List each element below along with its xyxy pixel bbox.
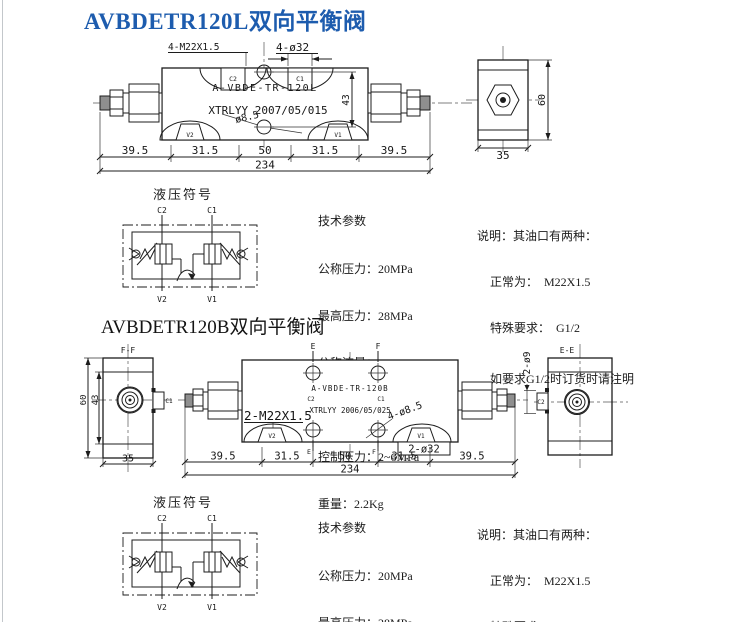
symbol-title: 液压符号 [153, 187, 214, 202]
slot-callout: 2-ø32 [408, 444, 440, 456]
serial-text: XTRLYY 2007/05/015 [208, 104, 327, 117]
port-label-c2: C2 [229, 75, 237, 83]
hydraulic-symbol-diagram-b: C2 C1 V2 V1 [122, 514, 258, 612]
dim-60: 60 [537, 94, 548, 106]
section-mark-e-bottom: E [307, 448, 311, 456]
ff-port-c1: C1 [165, 398, 173, 405]
model-code-text: A-VBDE-TR-120B [311, 384, 388, 393]
port-label-v1: V1 [417, 433, 425, 440]
engineering-drawing-l: C2 C1 V2 V1 4-M22X1.5 4-ø32 A-VBD [93, 41, 552, 175]
body-port-c2: C2 [307, 396, 315, 403]
stud-hole-callout: 2-ø9 [522, 351, 533, 374]
valve-body-front-view: C2 C1 V2 V1 [99, 64, 431, 141]
symbol-port-c2: C2 [157, 206, 167, 215]
symbol-title: 液压符号 [153, 495, 214, 510]
thread-callout: 2-M22X1.5 [244, 408, 312, 423]
tech-row: 最高压力：28MPa [318, 616, 419, 622]
ff-dim-60: 60 [80, 395, 89, 406]
annotations-front-view: 4-M22X1.5 4-ø32 A-VBDE-TR-120L XTRLYY 20… [168, 41, 356, 134]
serial-text: XTRLYY 2006/05/025 [309, 406, 390, 415]
symbol-port-c1: C1 [207, 514, 217, 523]
hydraulic-symbol-block-b: 液压符号 C2 C1 V2 V1 [115, 492, 267, 613]
hydraulic-symbol-block-l: 液压符号 C2 C1 V2 V1 [115, 184, 267, 305]
page-title-model-l: AVBDETR120L双向平衡阀 [84, 9, 367, 34]
side-view: 60 35 [474, 59, 552, 162]
tech-row: 最高压力：28MPa [318, 308, 413, 323]
port-label-v1: V1 [334, 132, 342, 139]
symbol-port-v2: V2 [157, 295, 167, 304]
note-line: 特殊要求： G1/2 [490, 620, 634, 622]
main-view-b: E F E F A-VBDE-TR-120B C2 C1 XTRLYY 2006… [178, 342, 528, 479]
dim-39-5-right: 39.5 [459, 451, 484, 463]
dim-31-5-right: 31.5 [391, 451, 416, 463]
note-line: 如要求G1/2时订货时请注明 [490, 372, 635, 387]
symbol-port-c1: C1 [207, 206, 217, 215]
hole-callout: ø8.5 [234, 110, 260, 126]
dim-39-5-left: 39.5 [210, 451, 235, 463]
ordering-notes-l: 说明：其油口有两种： 正常为： M22X1.5 特殊要求： G1/2 如要求G1… [477, 199, 634, 418]
model-code-text: A-VBDE-TR-120L [212, 83, 317, 94]
section-ee-label: E-E [560, 346, 575, 355]
tech-row: 公称压力：20MPa [318, 261, 413, 276]
tech-row: 控制压力：2~6MPa [318, 449, 420, 464]
dim-31-5-right: 31.5 [312, 144, 339, 157]
symbol-port-c2: C2 [157, 514, 167, 523]
body-port-c1: C1 [377, 396, 385, 403]
note-line: 正常为： M22X1.5 [490, 275, 591, 290]
dim-31-5-left: 31.5 [192, 144, 219, 157]
dim-31-5-left: 31.5 [274, 451, 299, 463]
dim-50: 50 [339, 451, 352, 463]
section-mark-e-top: E [311, 342, 316, 351]
ff-dim-43: 43 [91, 395, 101, 406]
bore-callout: 4-ø32 [276, 41, 309, 54]
dim-35: 35 [496, 149, 509, 162]
dim-total-234: 234 [341, 464, 360, 476]
symbol-port-v1: V1 [207, 603, 217, 612]
section-view-ee: E-E C2 2-ø9 [522, 344, 628, 468]
hydraulic-symbol-diagram-l: C2 C1 V2 V1 [122, 206, 258, 304]
dimension-rows: 39.5 31.5 50 31.5 39.5 234 [96, 112, 434, 175]
symbol-port-v1: V1 [207, 295, 217, 304]
page-title-model-b: AVBDETR120B双向平衡阀 [101, 317, 325, 338]
dim-50: 50 [258, 144, 271, 157]
note-line: 说明：其油口有两种： [477, 528, 598, 543]
port-label-c1: C1 [296, 75, 304, 83]
ff-dim-35: 35 [122, 454, 134, 465]
tech-title: 技术参数 [318, 214, 367, 229]
page-edge-line [2, 0, 3, 622]
ee-port-c2: C2 [537, 399, 545, 406]
port-label-v2: V2 [186, 132, 194, 139]
dim-total-234: 234 [255, 159, 275, 172]
engineering-drawing-b: F-F C1 60 43 [80, 342, 628, 479]
symbol-port-v2: V2 [157, 603, 167, 612]
section-mark-f-top: F [376, 342, 381, 351]
note-line: 说明：其油口有两种： [477, 229, 598, 244]
tech-row: 重量：2.2Kg [318, 497, 384, 512]
thread-callout: 4-M22X1.5 [168, 42, 219, 53]
dim-39-5-right: 39.5 [381, 144, 408, 157]
note-line: 特殊要求： G1/2 [490, 320, 581, 335]
port-label-v2: V2 [268, 433, 276, 440]
tech-title: 技术参数 [318, 521, 367, 536]
section-mark-f-bottom: F [372, 448, 376, 456]
tech-row: 公称压力：20MPa [318, 568, 413, 583]
dim-39-5-left: 39.5 [122, 144, 149, 157]
dim-43: 43 [341, 94, 352, 105]
ordering-notes-b: 说明：其油口有两种： 正常为： M22X1.5 特殊要求： G1/2 如要求G1… [477, 498, 634, 622]
section-view-ff: F-F C1 60 43 [80, 344, 173, 472]
tech-params-b: 技术参数 公称压力：20MPa 最高压力：28MPa 公称流量：40L/min … [318, 490, 419, 622]
note-line: 正常为： M22X1.5 [490, 574, 591, 589]
